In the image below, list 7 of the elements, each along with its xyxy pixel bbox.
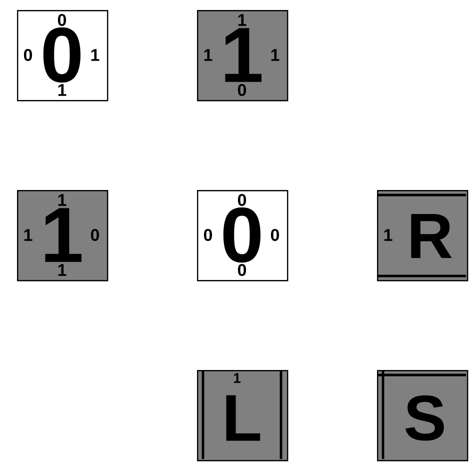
tile: 1 1 1 0 1 <box>17 190 108 282</box>
tile: 0 0 0 1 1 <box>17 10 108 102</box>
tile: 1 1 1 1 0 <box>197 10 288 102</box>
tile: 1 R <box>377 190 468 282</box>
tile: S <box>377 370 468 462</box>
tile: 0 0 0 0 0 <box>197 190 288 282</box>
tile: 1 L <box>197 370 288 462</box>
